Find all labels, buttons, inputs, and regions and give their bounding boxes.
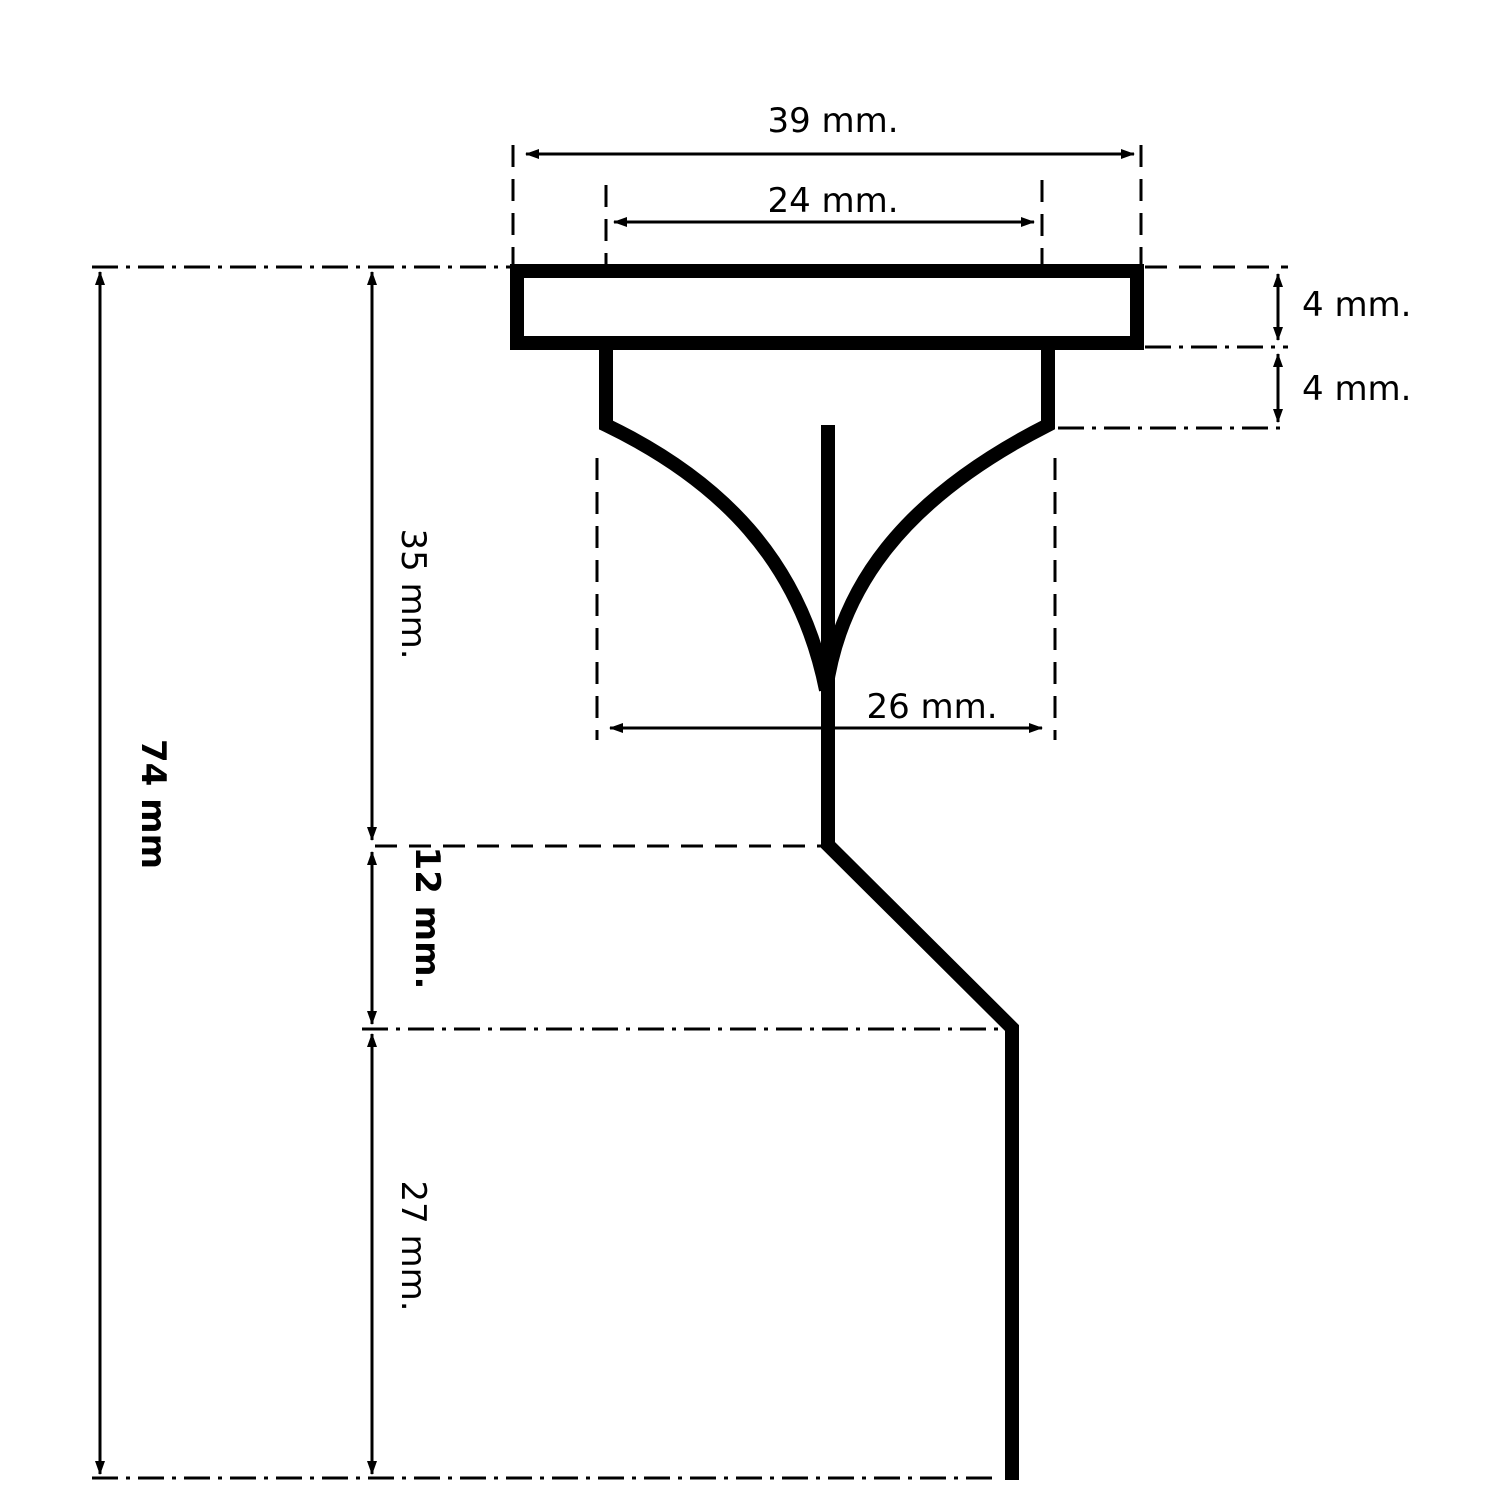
label-inner-width: 24 mm. (767, 181, 898, 221)
center-stem (821, 425, 1019, 1480)
part-outline (510, 264, 1144, 1480)
label-taper-height: 12 mm. (407, 847, 447, 990)
bulb-right-side (819, 343, 1055, 691)
extension-lines (92, 145, 1288, 1480)
dimension-lines (95, 149, 1283, 1475)
label-upper-height: 35 mm. (393, 528, 433, 659)
label-flange-thickness: 4 mm. (1302, 285, 1412, 325)
top-flange (510, 264, 1144, 350)
label-lower-height: 27 mm. (393, 1180, 433, 1311)
bulb-left-side (599, 343, 833, 692)
label-overall-width: 39 mm. (767, 101, 898, 141)
dimension-labels: 39 mm. 24 mm. 4 mm. 4 mm. 26 mm. 35 mm. … (133, 101, 1412, 1312)
label-total-height: 74 mm (133, 739, 173, 869)
label-neck-height: 4 mm. (1302, 369, 1412, 409)
label-bulb-width: 26 mm. (866, 687, 997, 727)
